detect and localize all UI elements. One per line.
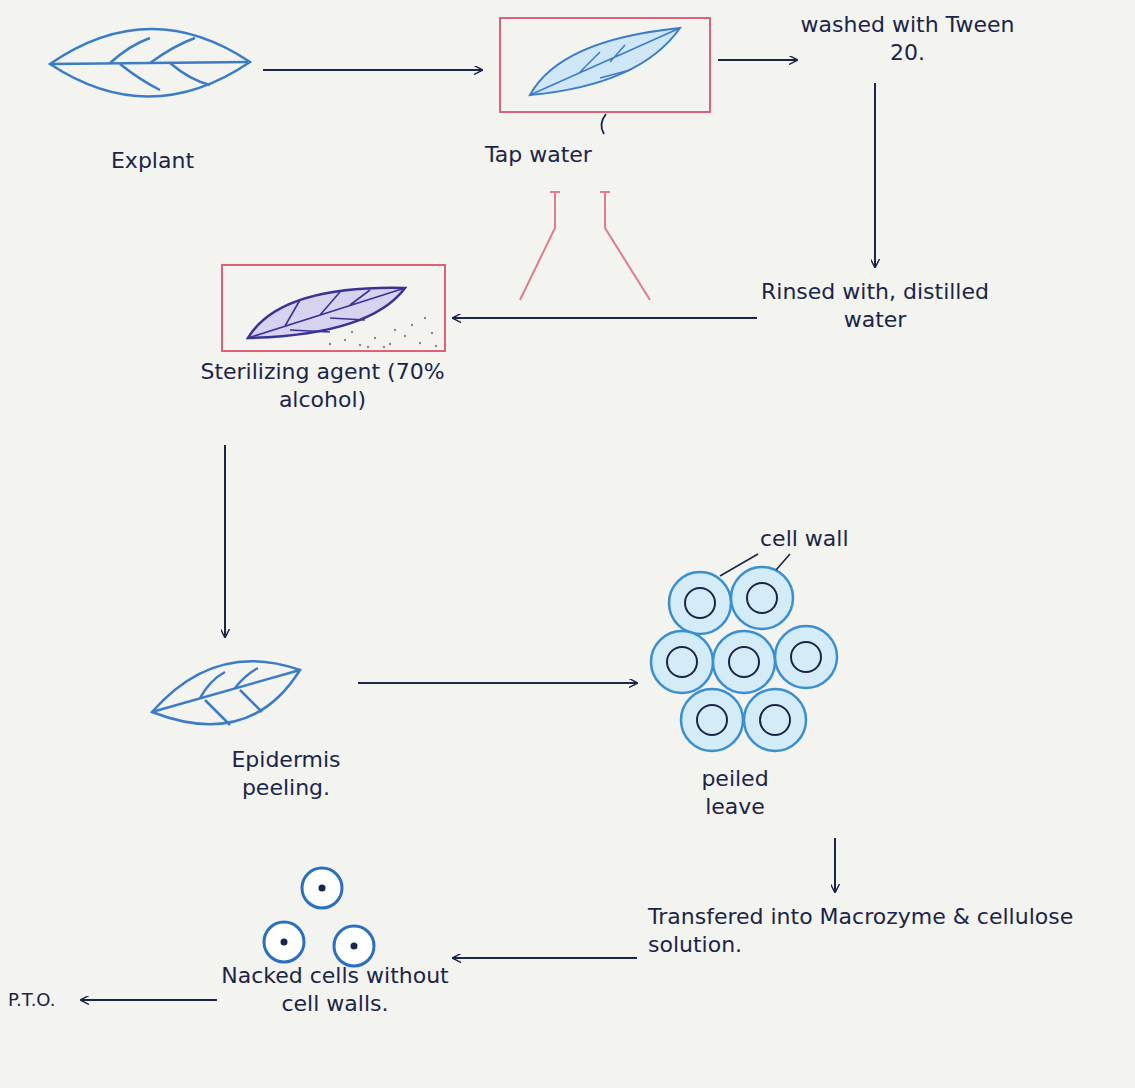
flow-arrow [834, 838, 836, 892]
flask-right-side [605, 192, 650, 300]
flow-arrow [453, 317, 757, 319]
wash-step: washed with Tween 20. [800, 5, 1015, 80]
leaf-outline [152, 661, 300, 724]
sterilized-leaf [248, 288, 405, 338]
alcohol-stipple [329, 317, 437, 348]
naked-cells [264, 868, 374, 966]
explant-step: Explant [45, 25, 260, 185]
explant-leaf [50, 29, 250, 97]
flow-arrow [81, 999, 217, 1001]
leaf-veins [110, 38, 210, 90]
flow-arrow [453, 957, 637, 959]
flask-left-side [520, 192, 555, 300]
page-turn-note: P.T.O. [8, 985, 78, 1017]
flow-arrow [263, 69, 482, 71]
cell-contents [667, 583, 821, 735]
leaf-midrib [152, 670, 300, 712]
part-label: cell wall [760, 526, 849, 552]
peeled-leaf-step: peiled leave [640, 560, 875, 835]
leaf-veins [530, 28, 680, 95]
step-text: Transfered into Macrozyme & cellulose so… [648, 903, 1113, 958]
leaf-veins [200, 668, 262, 725]
tap-water-tray [500, 18, 710, 134]
pointer-line [601, 114, 606, 134]
step-text: Explant [45, 147, 260, 175]
step-text: Epidermis peeling. [217, 746, 355, 801]
protoplasts [264, 868, 374, 966]
step-text: Nacked cells without cell walls. [220, 962, 450, 1017]
peeled-cells [651, 554, 837, 751]
step-text: Rinsed with, distilled water [760, 278, 990, 333]
leader-line [720, 554, 790, 576]
sterilizing-tray [222, 265, 445, 351]
tray-outline [222, 265, 445, 351]
naked-cells-step: Nacked cells without cell walls. [220, 860, 450, 1050]
leaf-in-water [530, 28, 680, 95]
epidermis-leaf [152, 661, 300, 725]
nuclei [281, 885, 358, 950]
enzyme-step: Transfered into Macrozyme & cellulose so… [640, 895, 1120, 1015]
rinse-step: Rinsed with, distilled water [760, 270, 990, 350]
step-text: P.T.O. [8, 989, 78, 1012]
sterilize-step: Sterilizing agent (70% alcohol) [200, 262, 450, 442]
flow-arrow [358, 682, 637, 684]
step-text: washed with Tween 20. [800, 11, 1015, 66]
leaf-outline [50, 29, 250, 97]
flow-arrow [224, 445, 226, 637]
tap-water-step: Tap water [485, 15, 715, 185]
step-text: peiled leave [670, 765, 800, 820]
peeling-step: Epidermis peeling. [145, 640, 355, 820]
step-text: Tap water [485, 141, 655, 169]
tray-outline [500, 18, 710, 112]
step-text: Sterilizing agent (70% alcohol) [200, 358, 445, 413]
flow-arrow [874, 83, 876, 267]
leaf-veins [248, 288, 405, 338]
flow-arrow [718, 59, 797, 61]
cell-walls [651, 567, 837, 751]
flask [520, 192, 650, 300]
flask-rim [550, 191, 610, 193]
